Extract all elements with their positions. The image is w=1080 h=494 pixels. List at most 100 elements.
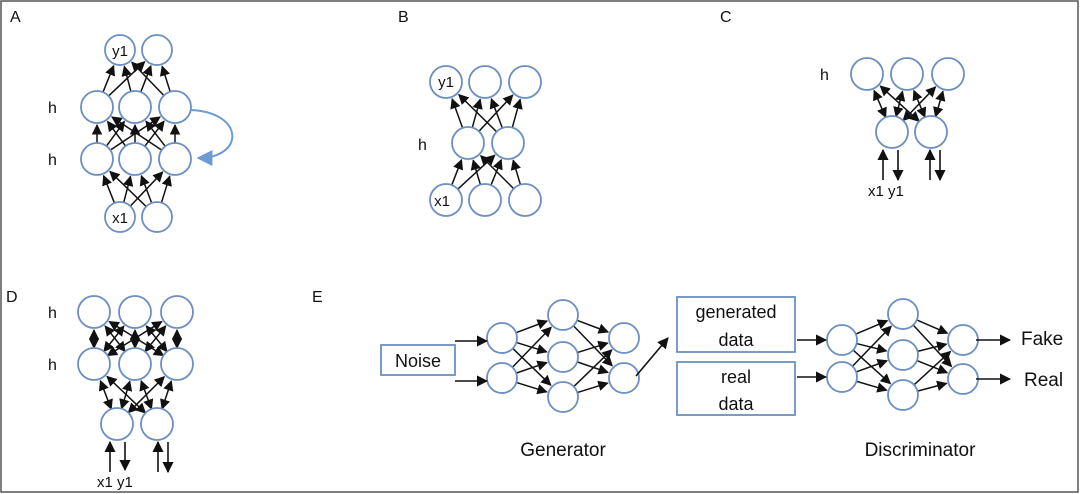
discriminator-output-node-1: [947, 324, 979, 356]
noise-label: Noise: [395, 351, 441, 371]
generator-in-mid-edge-1-3: [512, 347, 552, 386]
generator-hidden-node-1: [547, 299, 579, 331]
discriminator-mid-out-edge-2-2: [916, 359, 949, 375]
panel-b-h-out-edge-2-3: [511, 98, 523, 128]
panel-d-v-h2-edge-2-2: [139, 379, 154, 410]
panel-d-h2-h1-edge-3-2: [145, 325, 168, 353]
generator-mid-out-edge-2-2: [576, 361, 609, 375]
panel-b-hidden-node-2: [491, 126, 525, 160]
noise-box: [380, 344, 456, 376]
panel-d-hidden2-node-2: [118, 347, 152, 381]
discriminator-mid-out-edge-3-2: [917, 380, 948, 392]
panel-c-hidden-node-2: [890, 57, 924, 91]
panel-a-hidden1-node-1: [80, 90, 114, 124]
panel-a-hidden-label-2: h: [48, 152, 57, 169]
panel-b-input-node-1: [429, 183, 463, 217]
generator-output-node-2: [608, 362, 640, 394]
panel-b: B h y1 x1: [398, 9, 454, 210]
panel-c-inputs-label: x1 y1: [868, 183, 904, 200]
panel-a-output-node-1: [104, 34, 136, 66]
panel-c: C h x1 y1: [720, 9, 946, 200]
panel-b-in-h-edge-3-2: [510, 159, 522, 185]
panel-a-hidden1-node-2: [118, 90, 152, 124]
panel-b-h-out-edge-1-1: [450, 97, 464, 129]
generator-input-node-1: [486, 322, 518, 354]
panel-c-hidden-label: h: [820, 67, 829, 84]
panel-d-inputs-label: x1 y1: [97, 474, 133, 491]
fake-label: Fake: [1021, 329, 1063, 350]
panel-a-h2-h1-edge-2-1: [107, 120, 127, 147]
discriminator-in-mid-edge-2-3: [856, 380, 888, 393]
discriminator-mid-out-edge-2-1: [917, 341, 948, 353]
generator-output-node-1: [608, 322, 640, 354]
panel-a-output-label: y1: [112, 43, 128, 60]
generator-input-node-2: [486, 362, 518, 394]
discriminator-mid-out-edge-3-1: [913, 350, 952, 386]
discriminator-label: Discriminator: [865, 440, 977, 461]
panel-a-hidden2-node-1: [80, 142, 114, 176]
panel-b-h-out-edge-1-2: [471, 98, 483, 128]
panel-a-h1-out-edge-3-1: [131, 61, 165, 97]
panel-a-in-h2-edge-1-1: [102, 174, 116, 204]
panel-b-hidden-label: h: [418, 137, 427, 154]
discriminator-hidden-node-2: [887, 339, 919, 371]
panel-a-input-label: x1: [112, 210, 128, 227]
panel-a-in-h2-edge-2-1: [109, 170, 147, 208]
panel-b-hidden-node-1: [451, 126, 485, 160]
generated-data-label-line1: generated: [695, 302, 776, 322]
generator-in-mid-edge-2-2: [515, 360, 548, 374]
panel-c-v-h-edge-1-1: [873, 89, 887, 119]
panel-b-output-label: y1: [438, 74, 454, 91]
panel-c-hidden-node-3: [931, 57, 965, 91]
panel-a-letter: A: [10, 9, 21, 26]
real-label: Real: [1024, 370, 1063, 391]
panel-b-output-node-2: [468, 65, 502, 99]
panel-a-hidden2-node-2: [118, 142, 152, 176]
generator-mid-out-edge-3-2: [577, 380, 609, 394]
panel-e-letter: E: [312, 289, 323, 306]
panel-d-letter: D: [6, 289, 18, 306]
discriminator-mid-out-edge-1-1: [916, 319, 949, 335]
discriminator-in-mid-edge-1-1: [855, 319, 889, 335]
panel-c-visible-node-1: [875, 115, 909, 149]
panel-a-in-h2-edge-2-2: [139, 174, 153, 204]
panel-b-h-out-edge-1-3: [478, 94, 514, 132]
generator-in-mid-edge-2-1: [511, 326, 552, 368]
panel-c-v-h-edge-2-1: [879, 85, 920, 122]
panel-a-input-node-2: [141, 201, 173, 233]
discriminator-input-node-2: [826, 361, 858, 393]
discriminator-in-mid-edge-2-1: [851, 325, 892, 367]
discriminator-hidden-node-3: [887, 379, 919, 411]
generator-in-mid-edge-1-1: [515, 319, 549, 334]
panel-b-input-node-2: [468, 183, 502, 217]
panel-d-visible-node-2: [140, 407, 174, 441]
discriminator-mid-out-edge-1-2: [912, 324, 953, 368]
panel-b-output-node-3: [508, 65, 542, 99]
panel-b-output-node-1: [429, 65, 463, 99]
real-data-label-line2: data: [718, 394, 754, 414]
panel-e: E Noise generated data real data Fake Re…: [312, 289, 1063, 461]
panel-a-h1-out-edge-1-1: [102, 64, 115, 93]
panel-b-in-h-edge-2-1: [470, 159, 482, 185]
panel-b-input-label: x1: [434, 193, 450, 210]
panel-a-h1-out-edge-2-2: [140, 64, 153, 93]
panel-b-in-h-edge-2-2: [490, 158, 503, 186]
panel-a-in-h2-edge-1-2: [123, 175, 134, 203]
panel-d-v-h2-edge-2-1: [106, 375, 147, 414]
panel-d-hidden-label-2: h: [48, 357, 57, 374]
panel-a-h2-h1-edge-3-1: [111, 116, 163, 151]
panel-c-letter: C: [720, 9, 732, 26]
panel-a-h2-h1-edge-2-3: [144, 120, 165, 147]
panel-b-in-h-edge-1-1: [451, 158, 464, 186]
discriminator-input-node-1: [826, 324, 858, 356]
generator-hidden-node-3: [547, 381, 579, 413]
panel-a-h1-out-edge-3-2: [159, 65, 171, 92]
panel-a-output-node-2: [141, 34, 173, 66]
panel-a-h1-out-edge-2-1: [121, 65, 132, 92]
generator-hidden-node-2: [547, 341, 579, 373]
panel-a-hidden2-node-3: [158, 142, 192, 176]
generator-mid-out-edge-2-1: [577, 340, 609, 354]
panel-a-hidden1-node-3: [158, 90, 192, 124]
network-edges: [88, 60, 953, 414]
